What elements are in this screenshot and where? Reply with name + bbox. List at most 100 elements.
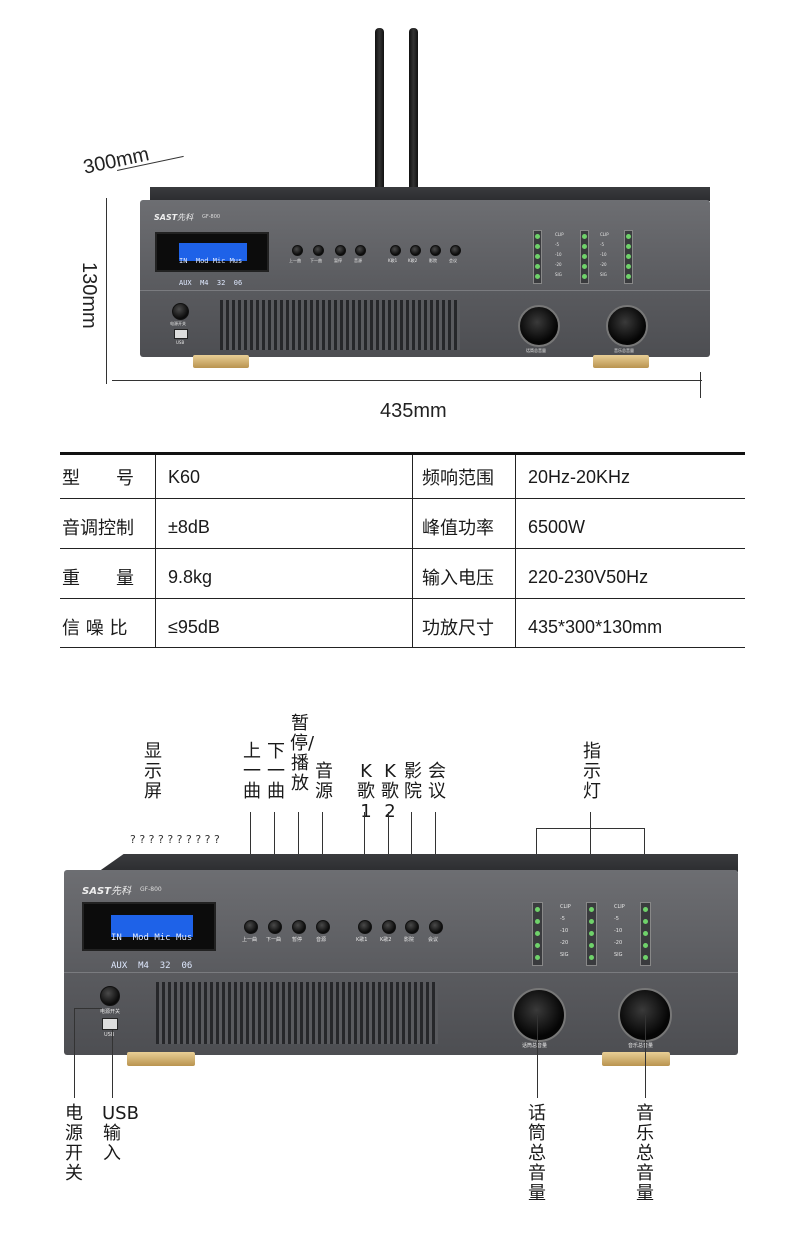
depth-label: 300mm [81, 143, 152, 179]
callout-meeting: 会议 [428, 761, 446, 802]
usb-port[interactable] [174, 329, 188, 339]
source-button[interactable] [316, 920, 330, 934]
meter-scale-label: -10 [614, 928, 623, 934]
table-top-rule [60, 452, 745, 455]
antenna-right [409, 28, 418, 193]
table-col-rule [155, 455, 156, 648]
level-meter-3 [624, 230, 633, 284]
karaoke2-button[interactable] [382, 920, 396, 934]
meter-scale-label: -20 [600, 262, 607, 267]
lcd-display: IN Mod Mic Mus AUX M4 32 06 [155, 232, 269, 287]
device-front-panel: SAST先科 GF-800 IN Mod Mic Mus AUX M4 32 0… [64, 870, 738, 1055]
karaoke1-button[interactable] [358, 920, 372, 934]
pause-play-button[interactable] [292, 920, 306, 934]
level-meter-2 [586, 902, 597, 966]
device-front-panel: SAST先科 GF-800 IN Mod Mic Mus AUX M4 32 0… [140, 200, 710, 357]
table-rule [60, 548, 745, 549]
spec-value: 9.8kg [168, 566, 213, 587]
level-meter-1 [532, 902, 543, 966]
spec-value: 20Hz-20KHz [528, 466, 631, 487]
callout-pause: 暂停/播放 [290, 713, 315, 794]
meter-scale-label: SIG [560, 952, 569, 958]
spec-key: 峰值功率 [422, 518, 494, 539]
button-label: K歌2 [408, 258, 418, 263]
power-switch-label: 电源开关 [170, 321, 186, 326]
meter-scale-label: -10 [600, 252, 607, 257]
width-dimension-line [112, 380, 702, 381]
mic-volume-knob[interactable] [518, 305, 560, 347]
prev-track-button[interactable] [244, 920, 258, 934]
meter-scale-label: CLIP [560, 904, 571, 910]
meter-scale-right: CLIP -5 -10 -20 SIG [614, 904, 625, 964]
meter-scale-label: -5 [600, 242, 604, 247]
button-label: 暂停 [334, 258, 342, 263]
panel-divider [64, 972, 738, 973]
spec-key: 输入电压 [422, 568, 494, 589]
spec-key: 频响范围 [422, 468, 494, 489]
leader-line [74, 1008, 75, 1098]
table-col-rule [515, 455, 516, 648]
model-label: GF-800 [202, 214, 221, 220]
karaoke1-button[interactable] [390, 245, 401, 256]
table-bottom-rule [60, 647, 745, 648]
meter-scale-label: SIG [600, 272, 607, 277]
source-button[interactable] [355, 245, 366, 256]
meter-scale-label: -20 [555, 262, 562, 267]
spec-value: K60 [168, 466, 201, 487]
vent-grille [220, 300, 460, 350]
device-top-lid [150, 187, 710, 201]
panel-divider [140, 290, 710, 291]
mic-volume-label: 话筒总音量 [526, 348, 546, 353]
table-rule [60, 498, 745, 499]
level-meter-3 [640, 902, 651, 966]
vent-grille [156, 982, 438, 1044]
device-foot-left [127, 1052, 195, 1066]
meter-scale-label: -10 [555, 252, 562, 257]
meeting-button[interactable] [429, 920, 443, 934]
karaoke2-button[interactable] [410, 245, 421, 256]
lcd-line-1: IN Mod Mic Mus [179, 256, 243, 265]
button-label: 影院 [429, 258, 437, 263]
button-label: 音源 [316, 937, 327, 943]
prev-track-button[interactable] [292, 245, 303, 256]
level-meter-2 [580, 230, 589, 284]
power-switch[interactable] [100, 986, 120, 1006]
music-volume-knob[interactable] [606, 305, 648, 347]
leader-line [645, 1015, 646, 1098]
table-rule [60, 598, 745, 599]
leader-line [590, 812, 591, 828]
device-foot-right [602, 1052, 670, 1066]
pause-play-button[interactable] [335, 245, 346, 256]
button-label: 下一曲 [266, 937, 282, 943]
meter-scale-label: -5 [560, 916, 565, 922]
callout-source: 音源 [315, 761, 333, 802]
button-label: 下一曲 [310, 258, 322, 263]
music-volume-label: 音乐总音量 [628, 1043, 654, 1049]
height-dimension-line [106, 198, 107, 384]
callout-power: 电源开关 [65, 1103, 83, 1184]
callout-display: 显示屏 [144, 741, 162, 802]
spec-value: ±8dB [168, 516, 210, 537]
usb-port-label: USB [176, 340, 185, 345]
cinema-button[interactable] [405, 920, 419, 934]
callout-garbled-text: ? ? ? ? ? ? ? ? ? ? [130, 833, 220, 846]
next-track-button[interactable] [313, 245, 324, 256]
callout-mic-volume: 话筒总音量 [528, 1103, 546, 1204]
spec-key: 重 量 [62, 568, 134, 589]
brand-logo: SAST先科 [154, 213, 194, 222]
table-col-rule [412, 455, 413, 648]
top-device-illustration: 300mm 130mm 435mm SAST先科 GF-800 IN Mod M… [0, 0, 800, 440]
mic-volume-knob[interactable] [512, 988, 566, 1042]
lcd-line-2: AUX M4 32 06 [111, 961, 193, 972]
meeting-button[interactable] [450, 245, 461, 256]
meter-scale-left: CLIP -5 -10 -20 SIG [560, 904, 571, 964]
power-switch[interactable] [172, 303, 189, 320]
height-label: 130mm [78, 262, 100, 329]
usb-port[interactable] [102, 1018, 118, 1030]
lcd-line-2: AUX M4 32 06 [179, 278, 243, 287]
button-label: 上一曲 [289, 258, 301, 263]
next-track-button[interactable] [268, 920, 282, 934]
cinema-button[interactable] [430, 245, 441, 256]
spec-key: 音调控制 [62, 518, 134, 539]
annotated-device-illustration: 显示屏 上一曲 下一曲 暂停/播放 音源 K歌1 K歌2 影院 会议 指示灯 ?… [0, 700, 800, 1242]
